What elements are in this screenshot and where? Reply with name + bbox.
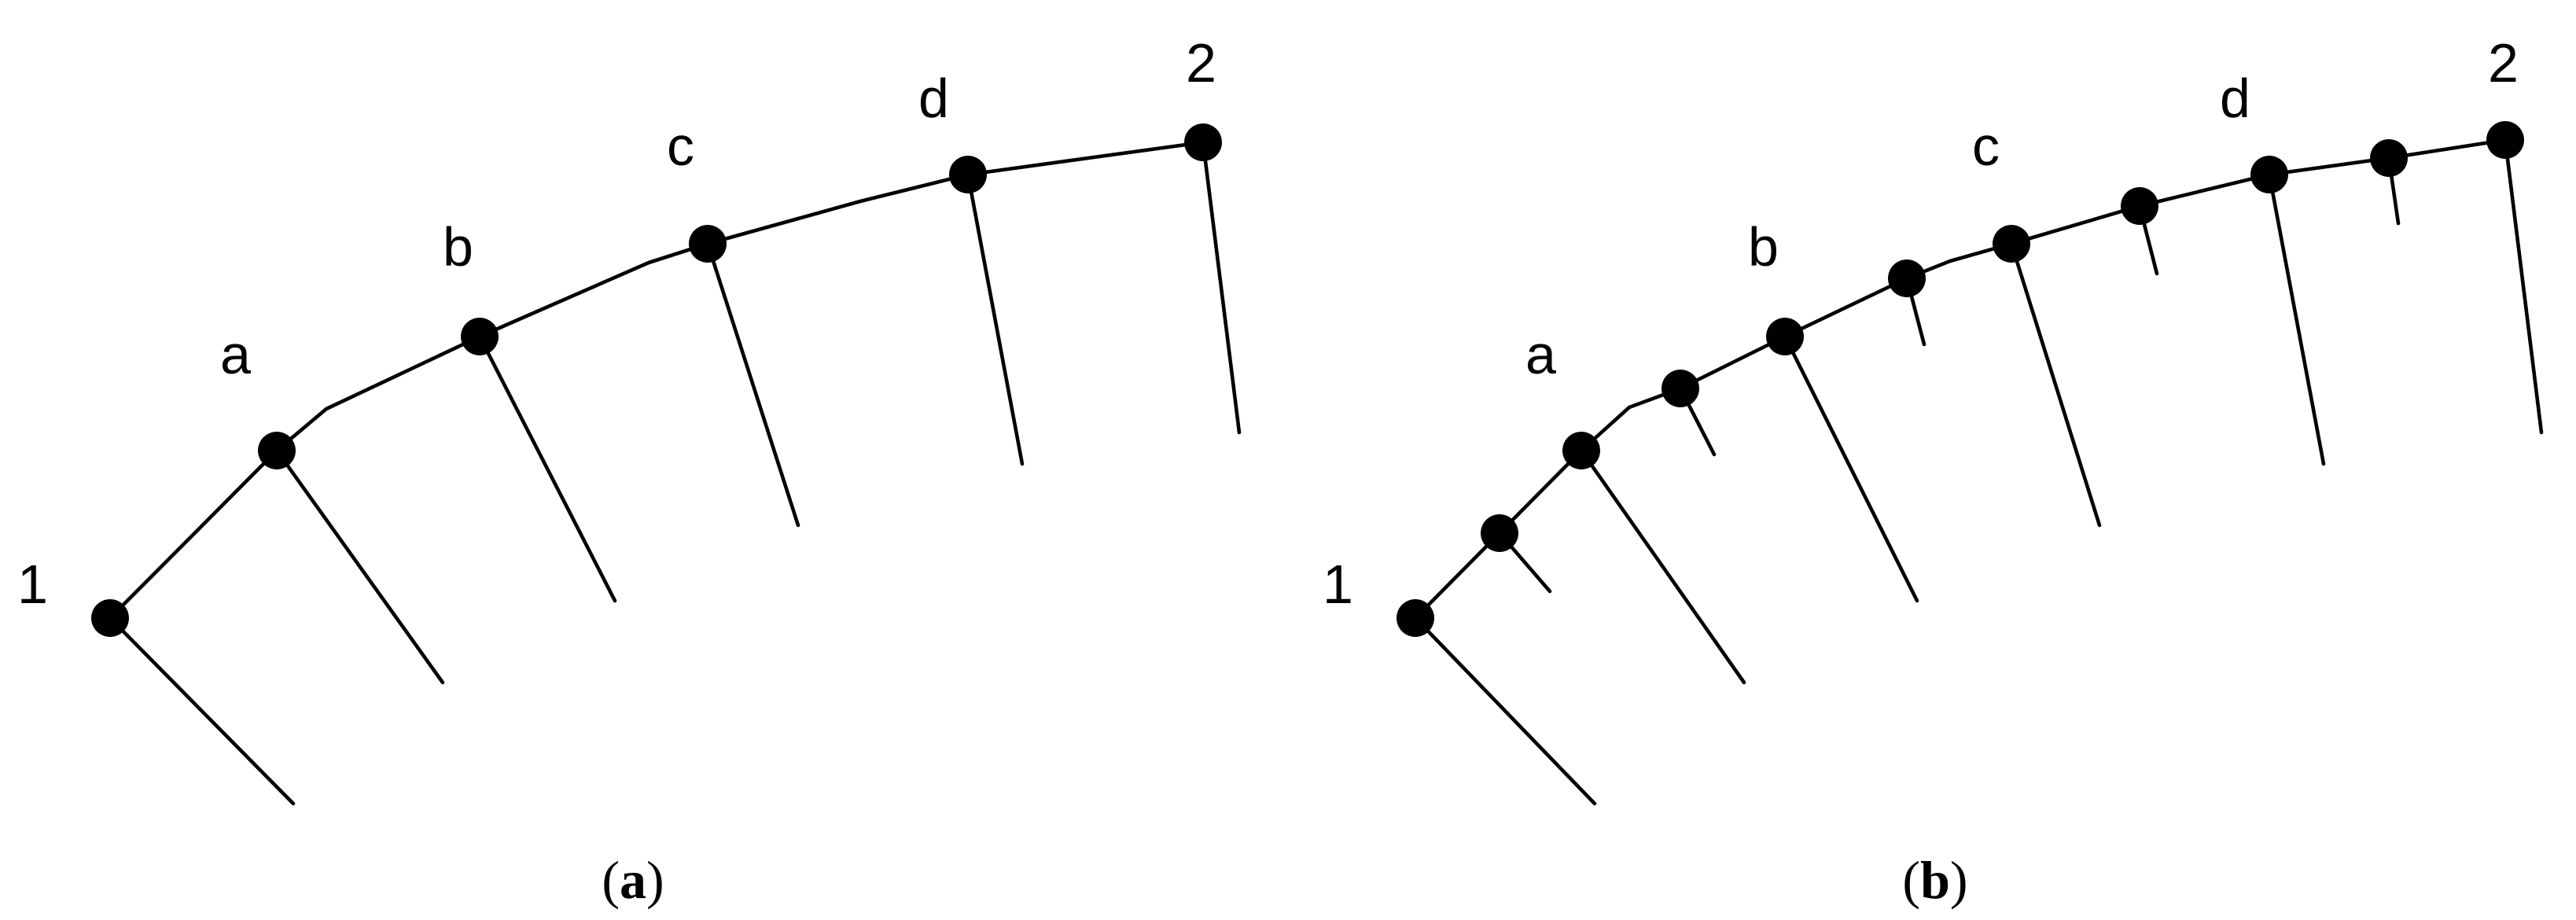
panel-b-label-2: 2: [2488, 32, 2519, 94]
panel-a-normal-b: [477, 334, 617, 603]
panel-b-caption: (b): [1902, 850, 1967, 910]
panel-a-label-2: 2: [1186, 32, 1216, 94]
panel-b-normal-1: [1413, 616, 1597, 806]
panel-a-label-b: b: [443, 216, 473, 278]
panel-b-label-d: d: [2220, 68, 2250, 129]
panel-a-node-c: [689, 225, 727, 263]
panel-b: 1 a b c d 2 (b): [1323, 32, 2544, 910]
panel-a-label-c: c: [667, 116, 694, 177]
panel-b-normal-d: [2267, 172, 2326, 466]
panel-b-node-mid-cd: [2121, 187, 2158, 225]
panel-b-normal-2: [2503, 138, 2544, 435]
panel-a-label-a: a: [220, 324, 251, 385]
panel-b-node-1: [1397, 599, 1434, 637]
panel-b-label-1: 1: [1323, 554, 1353, 615]
panel-b-node-2: [2486, 121, 2524, 159]
panel-a-node-d: [949, 156, 987, 193]
panel-b-normal-b: [1783, 334, 1919, 603]
panel-a-node-2: [1184, 123, 1222, 161]
panel-b-label-c: c: [1972, 116, 2000, 177]
panel-b-label-a: a: [1525, 324, 1556, 385]
panel-a-caption: (a): [602, 850, 664, 910]
panel-a-normal-2: [1201, 140, 1242, 435]
panel-b-node-d: [2250, 156, 2288, 193]
panel-b-node-mid-bc: [1888, 259, 1926, 297]
panel-a-normal-1: [108, 616, 296, 806]
panel-a-label-1: 1: [17, 554, 48, 615]
panel-a-normal-d: [966, 172, 1025, 466]
panel-a-normal-c: [705, 241, 800, 528]
panel-a-normal-a: [274, 448, 445, 685]
panel-b-node-mid-ab: [1662, 370, 1699, 407]
panel-a: 1 a b c d 2 (a): [17, 32, 1242, 910]
panel-b-node-c: [1993, 225, 2030, 263]
panel-a-label-d: d: [918, 68, 949, 129]
panel-a-node-1: [91, 599, 129, 637]
panel-b-node-mid-1a: [1481, 514, 1518, 552]
panel-b-node-mid-d2: [2370, 139, 2408, 177]
panel-b-label-b: b: [1748, 216, 1779, 278]
panel-a-node-b: [461, 318, 499, 355]
panel-b-curve: [1413, 138, 2508, 620]
panel-b-normal-c: [2009, 241, 2102, 528]
panel-a-node-a: [258, 432, 296, 469]
panel-b-normal-a: [1579, 448, 1746, 685]
panel-b-node-b: [1766, 318, 1804, 355]
panel-b-node-a: [1562, 432, 1600, 469]
panel-a-curve: [108, 140, 1205, 620]
